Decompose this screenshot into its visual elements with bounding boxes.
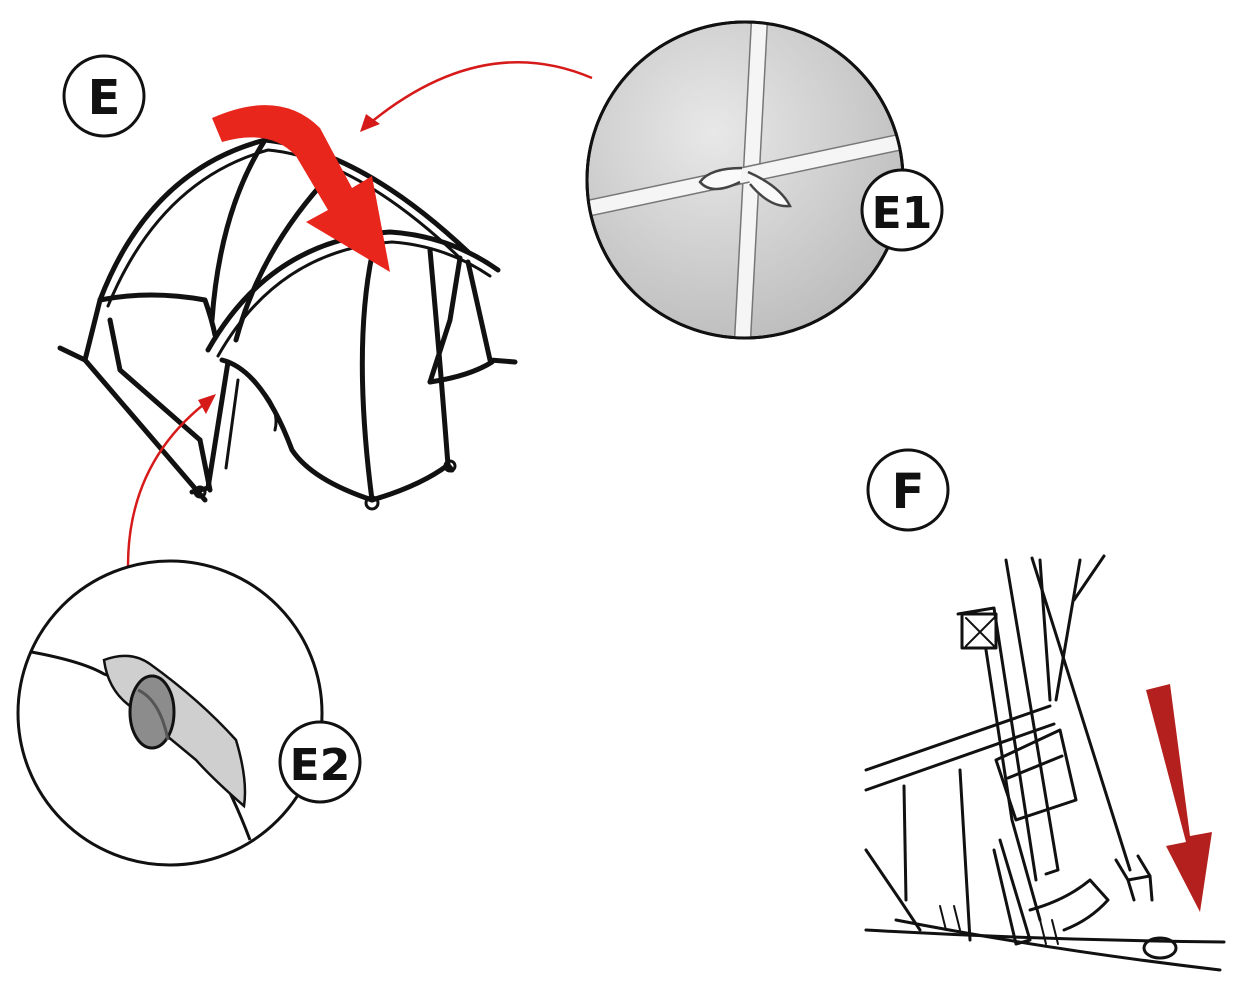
pole-foot-illustration xyxy=(864,554,1226,972)
detail-e2-label: E2 xyxy=(290,740,351,791)
step-f-badge: F xyxy=(866,448,950,532)
step-f-label: F xyxy=(892,464,925,520)
curved-down-arrow-icon xyxy=(212,105,390,272)
e2-leader-arrowhead-icon xyxy=(198,394,216,414)
detail-e1-label: E1 xyxy=(872,188,933,239)
detail-e1-badge: E1 xyxy=(860,168,944,252)
grommet-icon xyxy=(1142,936,1178,960)
detail-e2 xyxy=(16,559,324,867)
detail-e2-badge: E2 xyxy=(278,720,362,804)
straight-down-arrow-icon xyxy=(1146,684,1212,912)
tie-bow-icon xyxy=(698,166,792,208)
e2-leader-line xyxy=(126,396,213,567)
detail-e1 xyxy=(585,20,905,340)
step-e-label: E xyxy=(88,70,121,126)
tent-illustration xyxy=(57,137,518,511)
e1-leader-arrowhead-icon xyxy=(360,114,380,132)
e1-leader-line xyxy=(363,61,593,129)
step-e-badge: E xyxy=(62,54,146,138)
pole-clip-icon xyxy=(128,674,176,750)
